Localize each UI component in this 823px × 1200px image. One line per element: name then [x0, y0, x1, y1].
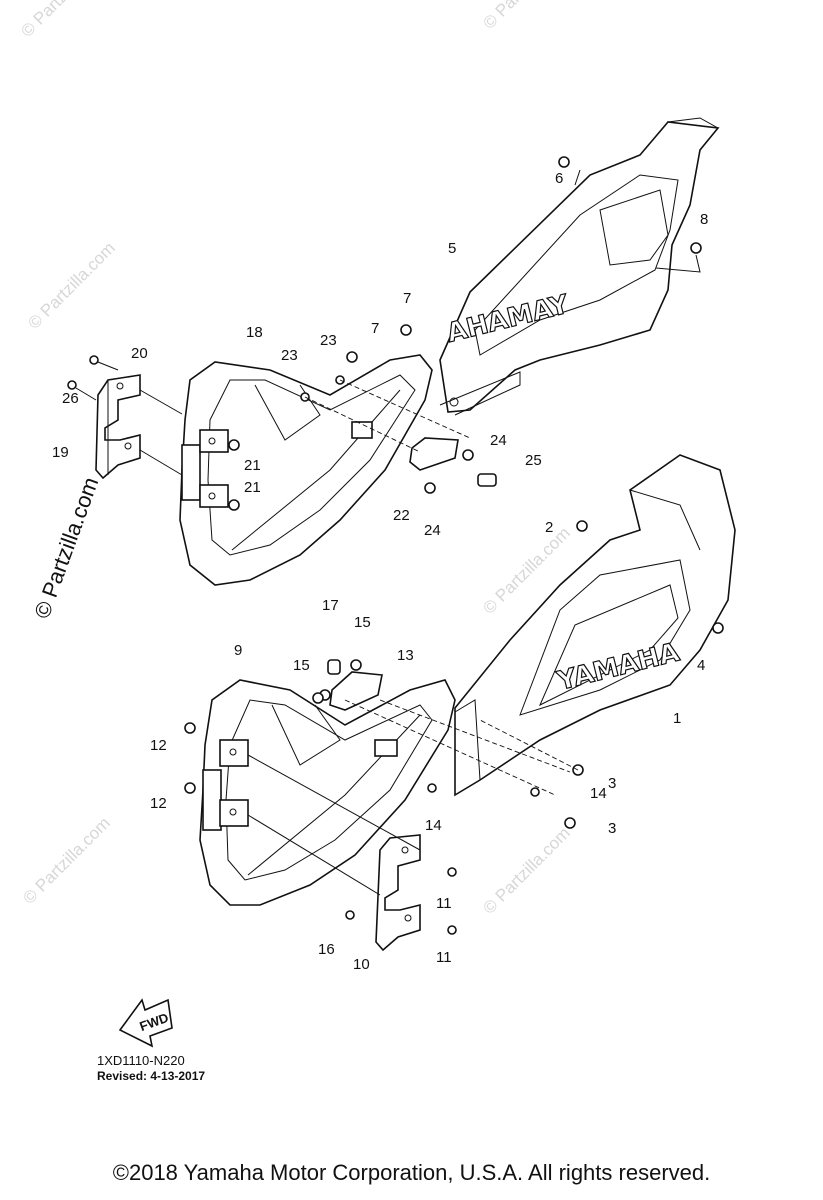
callout-c19: 19: [52, 444, 69, 461]
watermark: © Partzilla.com: [17, 0, 111, 41]
front-door: [199, 679, 456, 906]
callout-c7a: 7: [403, 290, 411, 307]
callout-c7b: 7: [371, 320, 379, 337]
callout-c6: 6: [555, 170, 563, 187]
rear-side-panel: YAMAHA: [439, 117, 720, 416]
callout-c11b: 11: [436, 949, 452, 966]
watermark: © Partzilla.com: [479, 0, 573, 33]
diagram-code: 1XD1110-N220: [97, 1053, 185, 1068]
front-side-panel: YAMAHA: [454, 454, 736, 797]
callout-c9: 9: [234, 642, 242, 659]
watermark: © Partzilla.com: [24, 238, 118, 332]
callout-c11a: 11: [436, 895, 452, 912]
callout-c2: 2: [545, 519, 553, 536]
callout-c24a: 24: [490, 432, 507, 449]
callout-c10: 10: [353, 956, 370, 973]
callout-c17: 17: [322, 597, 339, 614]
watermark: © Partzilla.com: [19, 813, 113, 907]
callout-c15a: 15: [354, 614, 371, 631]
callout-c23a: 23: [281, 347, 298, 364]
callout-c1: 1: [673, 710, 681, 727]
callout-c12b: 12: [150, 795, 167, 812]
callout-c20: 20: [131, 345, 148, 362]
callout-c13: 13: [397, 647, 414, 664]
front-hinge: [375, 834, 421, 952]
callout-c21a: 21: [244, 457, 261, 474]
rear-hinge: [95, 374, 141, 480]
revision-date: Revised: 4-13-2017: [97, 1069, 205, 1083]
callout-c15b: 15: [293, 657, 310, 674]
callout-c16: 16: [318, 941, 335, 958]
front-latch: [319, 659, 383, 711]
fwd-arrow: FWD: [118, 998, 173, 1048]
copyright-notice: ©2018 Yamaha Motor Corporation, U.S.A. A…: [112, 1160, 711, 1185]
watermark-vertical: © Partzilla.com: [29, 474, 103, 622]
callout-c12a: 12: [150, 737, 167, 754]
callout-c22: 22: [393, 507, 410, 524]
rear-door: [179, 354, 433, 586]
fasteners: [67, 156, 724, 935]
callout-c5: 5: [448, 240, 456, 257]
callout-c18: 18: [246, 324, 263, 341]
callout-c24b: 24: [424, 522, 441, 539]
callout-c4: 4: [697, 657, 705, 674]
watermark: © Partzilla.com: [479, 823, 573, 917]
rear-latch: [409, 437, 497, 494]
callout-c25: 25: [525, 452, 542, 469]
callout-c14a: 14: [590, 785, 607, 802]
callout-c23b: 23: [320, 332, 337, 349]
callout-c26: 26: [62, 390, 79, 407]
callout-c14b: 14: [425, 817, 442, 834]
callout-c3b: 3: [608, 820, 616, 837]
callout-layer: 2026191823237756821212424252224117151513…: [52, 170, 708, 973]
leader-lines: [139, 169, 701, 896]
callout-c21b: 21: [244, 479, 261, 496]
callout-c3a: 3: [608, 775, 616, 792]
callout-c8: 8: [700, 211, 708, 228]
